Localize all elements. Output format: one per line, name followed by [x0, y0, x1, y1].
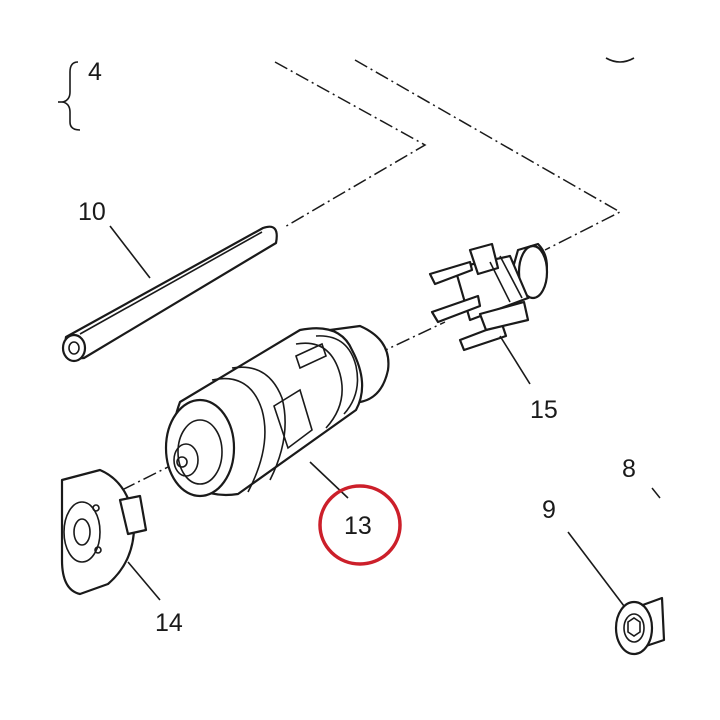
callout-10: 10	[78, 198, 106, 226]
shaft-body	[64, 225, 278, 360]
cam-lobe	[118, 494, 148, 536]
drum-window	[273, 388, 313, 450]
shaft-end-hole	[68, 341, 80, 355]
drum-groove-4	[315, 335, 359, 415]
drum-groove-2	[231, 366, 286, 481]
part-13-shift-drum	[164, 324, 390, 498]
shaft-end-face	[61, 333, 87, 363]
highlight-circle-13	[318, 484, 402, 566]
segment-end	[517, 244, 549, 300]
bolt-flange	[614, 600, 654, 656]
cam-center	[73, 518, 91, 546]
axis-line-upper-right	[354, 59, 622, 251]
top-right-arc	[605, 57, 635, 63]
axis-line-bolt	[651, 487, 661, 499]
drum-left-boss	[173, 443, 199, 477]
part-9-bolt	[614, 596, 666, 656]
segment-groove	[489, 255, 523, 303]
callout-15: 15	[530, 396, 558, 424]
leader-10	[109, 225, 151, 279]
callout-9: 9	[542, 496, 556, 524]
callout-8: 8	[622, 455, 636, 483]
callout-13: 13	[344, 512, 372, 540]
leader-15	[499, 335, 531, 385]
segment-finger-2	[468, 242, 500, 276]
bolt-hex-socket	[627, 617, 641, 637]
callout-labels: 4 10 15 8 9 13 14	[78, 58, 636, 637]
axis-line-upper-left	[274, 61, 427, 229]
drum-center-hole	[176, 456, 188, 468]
curly-brace	[60, 61, 81, 131]
bracket-item-4	[58, 57, 635, 131]
callout-14: 14	[155, 609, 183, 637]
drum-groove-1	[211, 377, 266, 493]
part-10-shaft	[61, 225, 278, 363]
cam-pin-2	[94, 546, 102, 554]
callout-4: 4	[88, 58, 102, 86]
leader-lines	[109, 225, 625, 607]
leader-9	[567, 531, 625, 607]
segment-finger-3	[430, 294, 482, 324]
cam-pin-1	[92, 504, 100, 512]
leader-13	[309, 461, 349, 499]
leader-14	[127, 561, 161, 601]
bolt-head	[623, 613, 645, 643]
part-15-segment	[428, 242, 549, 352]
drum-left-ring	[177, 419, 223, 485]
segment-finger-1	[428, 260, 474, 286]
drum-slot	[295, 342, 327, 370]
shaft-highlight	[79, 231, 263, 335]
drum-groove-3	[295, 342, 343, 429]
cam-face-ring	[63, 501, 101, 563]
part-14-drum-cam	[60, 468, 148, 596]
cam-body	[60, 468, 136, 596]
drum-left-face	[164, 398, 236, 498]
segment-finger-5	[478, 300, 530, 332]
